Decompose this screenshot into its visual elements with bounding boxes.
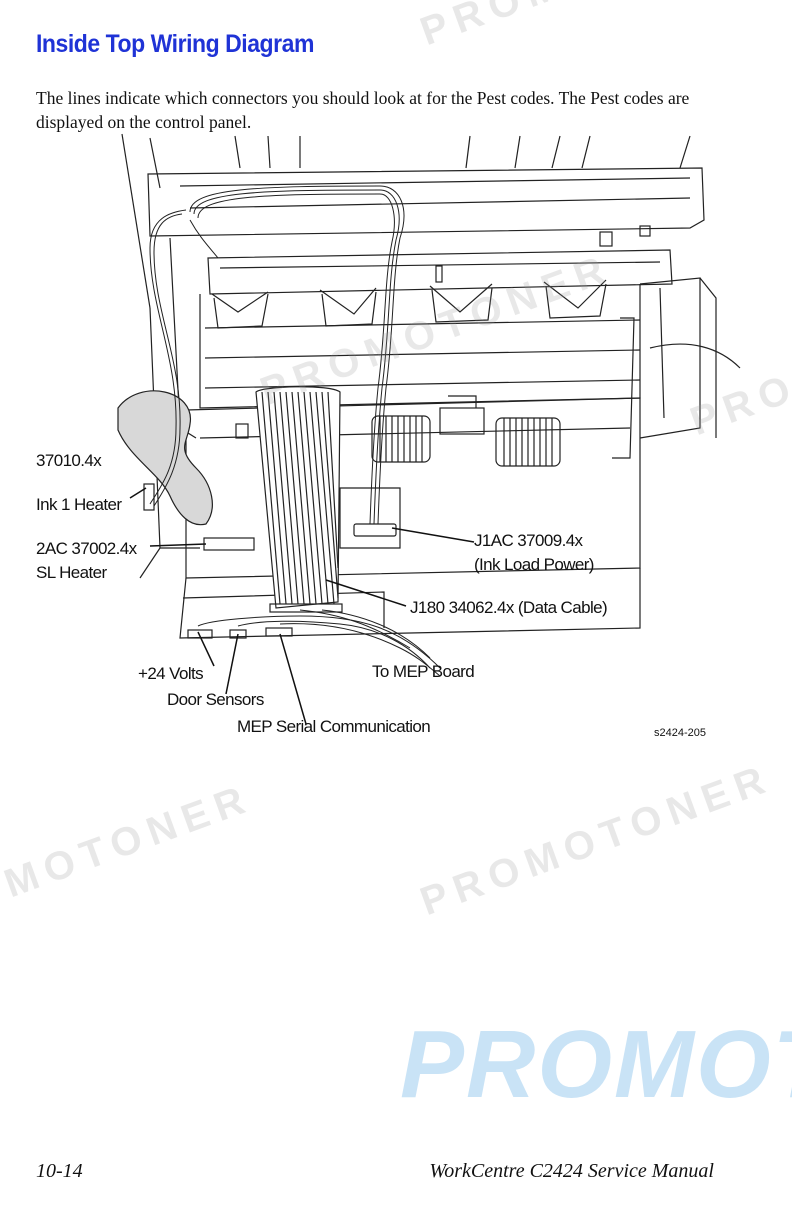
label-ink1-heater: Ink 1 Heater xyxy=(36,495,122,514)
label-to-mep-board: To MEP Board xyxy=(372,662,474,681)
label-mep-serial: MEP Serial Communication xyxy=(237,717,430,736)
printer-frame xyxy=(117,133,741,639)
wiring-diagram: 37010.4x Ink 1 Heater 2AC 37002.4x SL He… xyxy=(36,133,741,739)
label-j1ac-connector: J1AC 37009.4x xyxy=(474,531,584,550)
watermark-text: PROMOTONER xyxy=(415,0,778,55)
callout-labels: 37010.4x Ink 1 Heater 2AC 37002.4x SL He… xyxy=(36,451,706,739)
label-rsl-connector: 2AC 37002.4x xyxy=(36,539,138,558)
page-number: 10-14 xyxy=(36,1160,83,1182)
label-plus-24-volts: +24 Volts xyxy=(138,664,203,683)
watermark-text: PROMOTONER xyxy=(414,756,778,925)
promotoner-logo-watermark: PROMOT xyxy=(400,1011,792,1118)
label-rsl-heater: SL Heater xyxy=(36,563,107,582)
manual-title: WorkCentre C2424 Service Manual xyxy=(429,1160,714,1182)
label-ink1-connector: 37010.4x xyxy=(36,451,102,470)
coil-spring-right xyxy=(495,417,561,467)
ribbon-cable xyxy=(255,386,343,613)
coil-spring-left xyxy=(371,415,431,463)
label-ink-load-power: (Ink Load Power) xyxy=(474,555,594,574)
label-door-sensors: Door Sensors xyxy=(167,690,264,709)
label-j180-data-cable: J180 34062.4x (Data Cable) xyxy=(410,598,607,617)
page-title: Inside Top Wiring Diagram xyxy=(36,30,314,58)
leader-lines xyxy=(129,487,475,725)
wire-bundles xyxy=(149,185,441,677)
figure-id: s2424-205 xyxy=(654,727,706,739)
watermark-text: PROMOTONER xyxy=(0,776,258,945)
intro-paragraph: The lines indicate which connectors you … xyxy=(36,88,690,132)
